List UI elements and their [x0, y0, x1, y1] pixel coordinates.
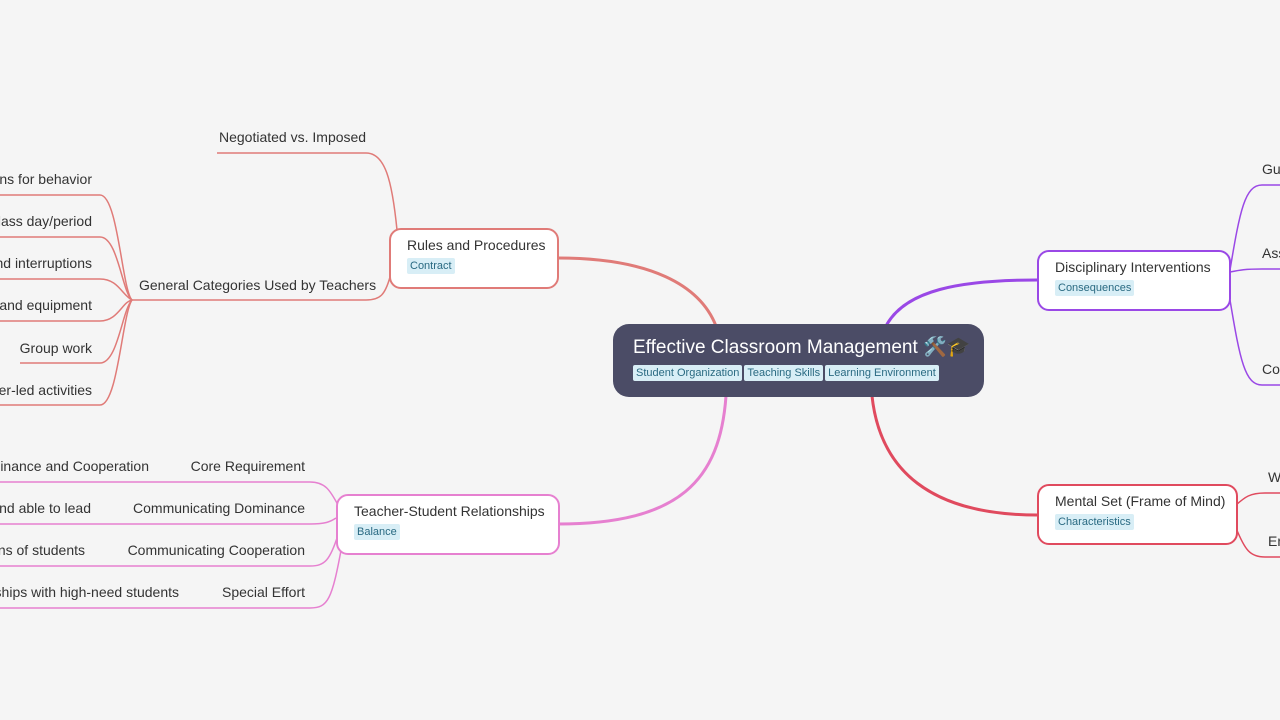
leaf-disciplinary-1[interactable]: Gu: [1262, 161, 1280, 177]
leaf-general-6[interactable]: er-led activities: [0, 382, 92, 398]
leaf-communicating-cooperation[interactable]: Communicating Cooperation: [127, 542, 305, 558]
rules-tag[interactable]: Contract: [407, 258, 455, 274]
leaf-general-3[interactable]: nd interruptions: [0, 255, 92, 271]
connector-general-leaf5: [20, 299, 133, 364]
mental-tag[interactable]: Characteristics: [1055, 514, 1134, 530]
leaf-core-requirement[interactable]: Core Requirement: [190, 458, 305, 474]
relationships-title: Teacher-Student Relationships: [354, 503, 545, 519]
connector-rules-negotiated: [217, 152, 398, 231]
leaf-special-effort[interactable]: Special Effort: [221, 584, 305, 600]
connector-general-leaf2: [0, 236, 133, 301]
connector-disc-1: [1229, 184, 1280, 271]
leaf-disciplinary-3[interactable]: Cor: [1262, 361, 1280, 377]
node-rules-and-procedures[interactable]: Rules and Procedures Contract: [389, 228, 559, 289]
leaf-disciplinary-2[interactable]: Ass: [1262, 245, 1280, 261]
leaf-mental-1[interactable]: W: [1268, 469, 1280, 485]
rules-title: Rules and Procedures: [407, 237, 546, 253]
disciplinary-title: Disciplinary Interventions: [1055, 259, 1211, 275]
connector-mental-2: [1235, 527, 1280, 558]
connector-disc-3: [1229, 299, 1280, 386]
node-disciplinary-interventions[interactable]: Disciplinary Interventions Consequences: [1037, 250, 1231, 311]
relationships-tag[interactable]: Balance: [354, 524, 400, 540]
leaf-general-4[interactable]: and equipment: [0, 297, 92, 313]
leaf-general-2[interactable]: lass day/period: [0, 213, 92, 229]
connector-disc-2: [1229, 268, 1280, 273]
leaf-mental-2[interactable]: En: [1268, 533, 1280, 549]
connector-root-disciplinary: [884, 278, 1038, 327]
mental-title: Mental Set (Frame of Mind): [1055, 493, 1226, 509]
connector-root-mental: [870, 395, 1038, 517]
leaf-general-categories[interactable]: General Categories Used by Teachers: [139, 277, 377, 293]
node-mental-set[interactable]: Mental Set (Frame of Mind) Characteristi…: [1037, 484, 1238, 545]
leaf-special-effort-child[interactable]: ships with high-need students: [0, 584, 179, 600]
root-tag-teaching-skills[interactable]: Teaching Skills: [744, 365, 824, 381]
leaf-general-5[interactable]: Group work: [19, 340, 92, 356]
connector-rel-cooperation: [0, 534, 339, 567]
leaf-communicating-cooperation-child[interactable]: rns of students: [0, 542, 85, 558]
disciplinary-tag[interactable]: Consequences: [1055, 280, 1135, 296]
connector-root-relationships: [557, 395, 728, 526]
connector-root-rules: [557, 256, 718, 327]
leaf-core-requirement-child[interactable]: minance and Cooperation: [0, 458, 149, 474]
root-node[interactable]: Effective Classroom Management 🛠️🎓 Stude…: [613, 324, 984, 397]
root-tag-student-organization[interactable]: Student Organization: [633, 365, 743, 381]
connector-rel-special: [0, 544, 343, 609]
leaf-communicating-dominance-child[interactable]: and able to lead: [0, 500, 91, 516]
root-tag-learning-environment[interactable]: Learning Environment: [825, 365, 939, 381]
connector-general-leaf3: [0, 278, 133, 301]
connector-general-leaf1: [0, 194, 133, 301]
connector-rel-core: [0, 481, 339, 506]
leaf-communicating-dominance[interactable]: Communicating Dominance: [133, 500, 305, 516]
node-teacher-student-relationships[interactable]: Teacher-Student Relationships Balance: [336, 494, 560, 555]
connector-general-leaf6: [0, 299, 133, 406]
root-title: Effective Classroom Management 🛠️🎓: [633, 337, 971, 358]
connector-rules-general: [132, 276, 391, 301]
leaf-general-1[interactable]: ons for behavior: [0, 171, 92, 187]
connector-rel-dominance: [0, 517, 337, 525]
leaf-negotiated-vs-imposed[interactable]: Negotiated vs. Imposed: [219, 129, 367, 145]
connector-mental-1: [1235, 492, 1280, 506]
connector-general-leaf4: [0, 299, 133, 322]
